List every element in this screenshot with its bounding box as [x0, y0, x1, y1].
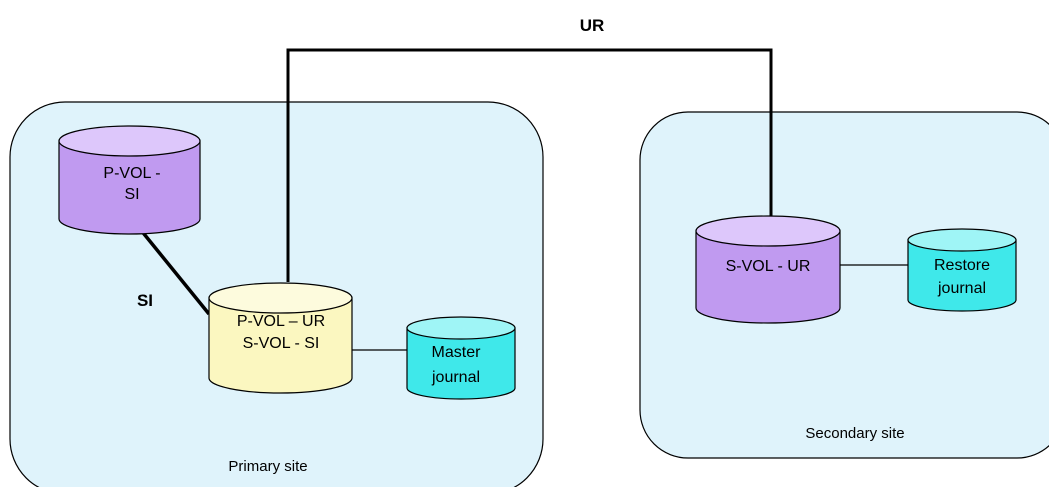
pvol-si-volume: P-VOL - SI	[58, 125, 201, 235]
svol-ur-label: S-VOL - UR	[726, 258, 811, 275]
restore-journal-label-line1: Restore	[934, 257, 990, 274]
si-link-label: SI	[137, 291, 153, 310]
master-journal-volume: Master journal	[406, 316, 516, 400]
secondary-site-box	[639, 111, 1049, 459]
svol-ur-volume: S-VOL - UR	[695, 215, 841, 324]
restore-journal-volume: Restore journal	[907, 228, 1017, 312]
ur-link-line	[286, 48, 773, 282]
pvol-ur-label-line1: P-VOL – UR	[237, 313, 325, 330]
primary-site-label: Primary site	[228, 458, 307, 475]
pvol-ur-svol-si-volume: P-VOL – UR S-VOL - SI	[208, 282, 353, 394]
pvol-ur-label-line2: S-VOL - SI	[243, 335, 320, 352]
master-journal-label-line2: journal	[431, 369, 480, 386]
master-journal-label-line1: Master	[432, 344, 482, 361]
si-link-line	[138, 227, 211, 316]
pvol-si-label-line2: SI	[124, 186, 139, 203]
secondary-site-label: Secondary site	[805, 425, 904, 442]
ur-link-label: UR	[580, 16, 605, 35]
pvol-si-label-line1: P-VOL -	[103, 165, 160, 182]
restore-journal-label-line2: journal	[937, 280, 986, 297]
